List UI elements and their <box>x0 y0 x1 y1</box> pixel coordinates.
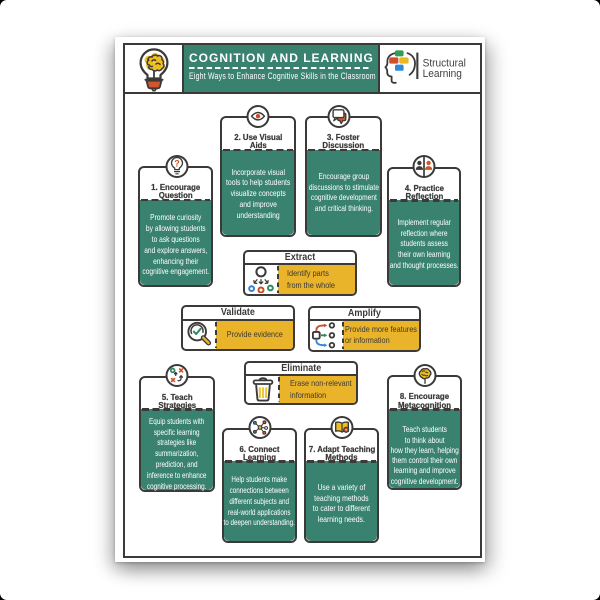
svg-text:Learning: Learning <box>422 68 461 80</box>
svg-text:?: ? <box>175 158 181 168</box>
svg-text:Structural: Structural <box>422 57 465 69</box>
